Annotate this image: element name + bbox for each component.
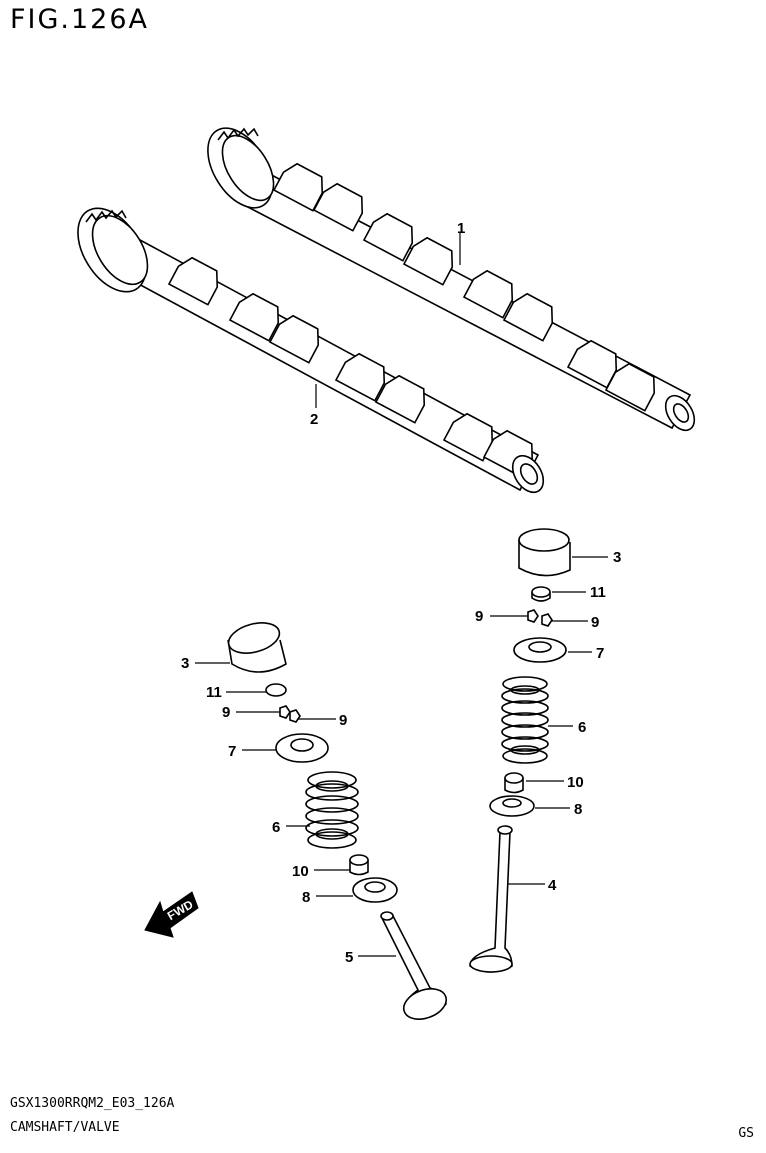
spring-right xyxy=(501,676,549,764)
callout-retainer-right: 7 xyxy=(596,645,604,662)
footer-drawing-code: GSX1300RRQM2_E03_126A xyxy=(10,1096,175,1111)
camshaft-1 xyxy=(207,127,696,432)
footer-region-code: GS xyxy=(738,1126,754,1141)
valve-5 xyxy=(380,911,448,1020)
spring-seat-left xyxy=(352,877,398,903)
retainer-right xyxy=(513,637,567,663)
camshaft-2 xyxy=(77,207,545,494)
callout-valve-5: 5 xyxy=(345,949,353,966)
callout-tappet-right: 3 xyxy=(613,549,621,566)
callout-cotter-right-a: 9 xyxy=(475,608,483,625)
callout-tappet-left: 3 xyxy=(181,655,189,672)
fwd-arrow: FWD xyxy=(144,891,199,938)
cotters-left xyxy=(279,705,301,723)
valve-4 xyxy=(469,825,513,973)
callout-camshaft-1: 1 xyxy=(457,220,465,237)
retainer-left xyxy=(275,733,329,763)
callout-numbers: 1 2 3 11 9 9 7 6 10 8 4 3 11 9 9 7 6 10 … xyxy=(181,220,621,966)
spring-seat-right xyxy=(489,795,535,817)
figure-title: FIG.126A xyxy=(10,4,150,35)
callout-seal-right: 10 xyxy=(567,774,584,791)
callout-shim-left: 11 xyxy=(206,684,222,701)
shim-right xyxy=(531,586,551,602)
shim-left xyxy=(265,683,287,697)
callout-valve-4: 4 xyxy=(548,877,557,894)
stem-seal-left xyxy=(349,854,369,876)
footer-figure-name: CAMSHAFT/VALVE xyxy=(10,1120,120,1135)
callout-seal-left: 10 xyxy=(292,863,309,880)
callout-spring-left: 6 xyxy=(272,819,280,836)
valve-assembly-left xyxy=(227,622,448,1020)
callout-cotter-left-b: 9 xyxy=(339,712,347,729)
callout-cotter-right-b: 9 xyxy=(591,614,599,631)
callout-retainer-left: 7 xyxy=(228,743,236,760)
tappet-left xyxy=(227,622,287,673)
callout-shim-right: 11 xyxy=(590,584,606,601)
cotters-right xyxy=(527,609,553,627)
valve-assembly-right xyxy=(469,528,571,973)
stem-seal-right xyxy=(504,772,524,794)
callout-spring-right: 6 xyxy=(578,719,586,736)
leader-lines xyxy=(195,232,608,957)
callout-seat-left: 8 xyxy=(302,889,310,906)
callout-camshaft-2: 2 xyxy=(310,411,318,428)
spring-left xyxy=(305,771,359,849)
callout-seat-right: 8 xyxy=(574,801,582,818)
tappet-right xyxy=(518,528,571,577)
callout-cotter-left-a: 9 xyxy=(222,704,230,721)
